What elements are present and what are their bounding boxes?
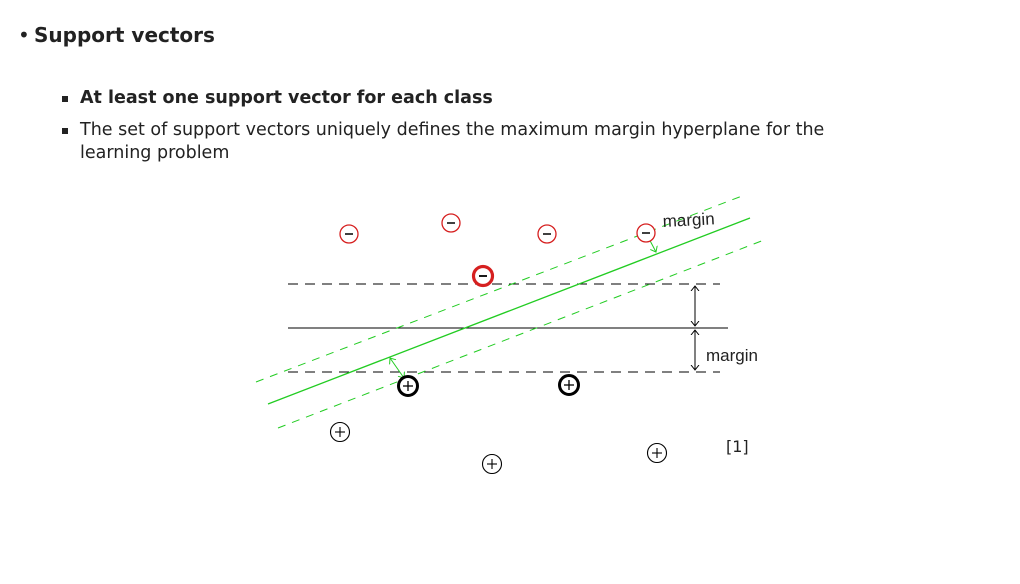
negative-point [441, 213, 461, 233]
main-bullet: •Support vectors [18, 22, 215, 48]
bullet-dot: • [18, 23, 30, 47]
green-margin-arrow-left [390, 358, 404, 378]
square-bullet-icon [62, 128, 68, 134]
negative-point [537, 224, 557, 244]
positive-point [329, 421, 351, 443]
green-margin-label: margin [662, 209, 715, 231]
square-bullet-icon [62, 96, 68, 102]
sub-bullet-2: The set of support vectors uniquely defi… [62, 119, 882, 165]
green-hyperplane [267, 217, 751, 405]
main-bullet-text: Support vectors [34, 23, 215, 47]
positive-point [646, 442, 668, 464]
sub-bullet-1: At least one support vector for each cla… [62, 87, 882, 110]
sub-bullet-2-text: The set of support vectors uniquely defi… [80, 120, 825, 163]
negative-point [339, 224, 359, 244]
sub-bullet-1-text: At least one support vector for each cla… [80, 88, 493, 108]
green-margin-line-top [255, 195, 743, 383]
negative-point [636, 223, 656, 243]
green-margin-line-bottom [277, 239, 765, 429]
positive-support-vector [558, 374, 580, 396]
citation-label: [1] [726, 437, 749, 456]
positive-support-vector [397, 375, 419, 397]
negative-support-vector [471, 264, 495, 288]
positive-point [481, 453, 503, 475]
black-margin-label: margin [706, 346, 758, 365]
